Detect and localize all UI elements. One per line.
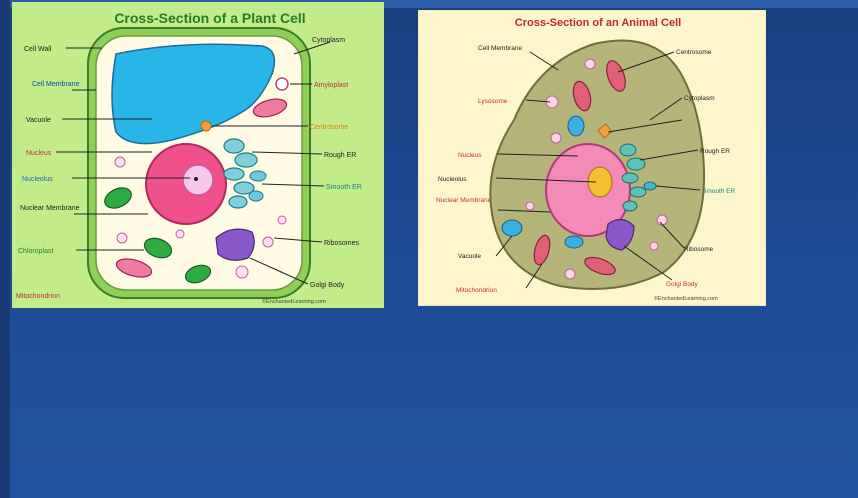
- animal-title: Cross-Section of an Animal Cell: [515, 17, 681, 29]
- plant-title: Cross-Section of a Plant Cell: [114, 10, 305, 26]
- plant-label-rough-er: Rough ER: [324, 152, 356, 159]
- animal-vacuole-1: [502, 220, 522, 236]
- plant-label-centrosome: Centrosome: [310, 124, 348, 131]
- plant-label-nucleus: Nucleus: [26, 150, 52, 157]
- plant-label-cell-membrane: Cell Membrane: [32, 81, 80, 88]
- animal-label-cytoplasm: Cytoplasm: [684, 95, 715, 102]
- plant-label-smooth-er: Smooth ER: [326, 184, 362, 191]
- animal-label-golgi-body: Golgi Body: [666, 281, 699, 288]
- animal-label-smooth-er: Smooth ER: [702, 188, 736, 195]
- plant-label-chloroplast: Chloroplast: [18, 248, 53, 255]
- animal-cell-diagram: Cross-Section of an Animal Cell: [418, 10, 766, 306]
- plant-nucleolus-dot: [194, 177, 198, 181]
- plant-label-cell-wall: Cell Wall: [24, 46, 52, 53]
- plant-label-nuclear-membrane: Nuclear Membrane: [20, 205, 80, 212]
- plant-label-vacuole: Vacuole: [26, 117, 51, 124]
- animal-label-mitochondrion: Mitochondrion: [456, 287, 497, 294]
- animal-label-nuclear-membrane: Nuclear Membrane: [436, 197, 492, 204]
- animal-credit: ©EnchantedLearning.com: [654, 295, 718, 302]
- plant-cell-svg: Cross-Section of a Plant Cell: [12, 2, 384, 308]
- plant-golgi-body: [216, 229, 254, 260]
- plant-label-nucleolus: Nucleolus: [22, 176, 53, 183]
- animal-label-ribosome: Ribosome: [684, 246, 714, 253]
- animal-label-nucleus: Nucleus: [458, 152, 482, 159]
- animal-label-nucleolus: Nucleolus: [438, 176, 467, 183]
- plant-label-mitochondrion: Mitochondrion: [16, 293, 60, 300]
- animal-smooth-er: [644, 182, 656, 190]
- animal-vacuole-3: [568, 116, 584, 136]
- plant-label-ribosomes: Ribosomes: [324, 240, 360, 247]
- animal-label-centrosome: Centrosome: [676, 49, 712, 56]
- slide-left-band: [0, 0, 10, 498]
- animal-label-cell-membrane: Cell Membrane: [478, 45, 522, 52]
- plant-label-golgi-body: Golgi Body: [310, 282, 345, 289]
- plant-centrosome: [201, 121, 211, 131]
- plant-amyloplast: [276, 78, 288, 90]
- animal-label-rough-er: Rough ER: [700, 148, 730, 155]
- plant-credit: ©EnchantedLearning.com: [262, 298, 326, 305]
- plant-cell-diagram: Cross-Section of a Plant Cell: [12, 2, 384, 308]
- animal-label-vacuole: Vacuole: [458, 253, 481, 260]
- animal-label-lysosome: Lysosome: [478, 98, 508, 105]
- plant-label-cytoplasm: Cytoplasm: [312, 37, 345, 44]
- plant-nucleolus: [183, 165, 213, 195]
- plant-label-amyloplast: Amyloplast: [314, 82, 348, 89]
- animal-vacuole-2: [565, 236, 583, 248]
- animal-cell-svg: Cross-Section of an Animal Cell: [418, 10, 766, 306]
